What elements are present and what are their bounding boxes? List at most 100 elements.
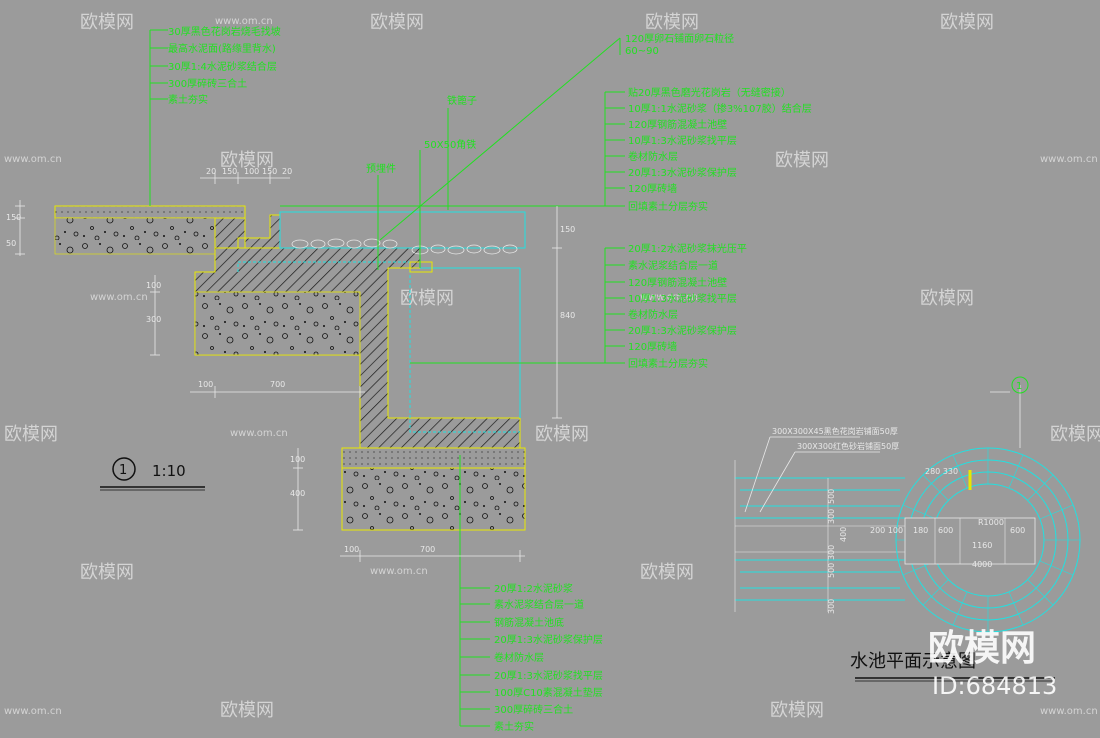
dim-text: 150 — [222, 167, 237, 176]
plan-title: 水池平面示意图 — [850, 651, 976, 672]
dim-text: 20 — [206, 167, 216, 176]
dim-text: 180 — [913, 526, 928, 535]
label-text: 10厚1:1水泥砂浆（掺3%107胶）结合层 — [628, 102, 812, 115]
pool-bottom-foundation — [341, 467, 526, 531]
dim-text: 4000 — [972, 560, 992, 569]
dim-text: 100 — [290, 455, 305, 464]
callout-iron-grate: 铁篦子 — [447, 94, 477, 107]
label-text: 20厚1:2水泥砂浆 — [494, 582, 573, 595]
label-text: 10厚1:3水泥砂浆找平层 — [628, 292, 737, 305]
dim-text: 300 — [827, 545, 836, 560]
plan-center-lines — [734, 460, 905, 612]
dim-text: 100 — [146, 281, 161, 290]
watermark-site: www.om.cn — [90, 292, 148, 303]
labels-right-upper: 贴20厚黑色磨光花岗岩（无缝密接） 10厚1:1水泥砂浆（掺3%107胶）结合层… — [628, 86, 812, 213]
label-text: 回填素土分层夯实 — [628, 200, 708, 213]
label-text: 120厚砖墙 — [628, 340, 677, 353]
dim-text: 100 — [344, 545, 359, 554]
water-surface — [279, 211, 526, 249]
label-text: 素水泥浆结合层一道 — [494, 598, 584, 611]
watermark-site: www.om.cn — [4, 706, 62, 717]
label-text: 20厚1:3水泥砂浆保护层 — [494, 633, 603, 646]
callouts: 铁篦子 50X50角铁 预埋件 — [366, 94, 477, 175]
label-text: 60~90 — [625, 46, 659, 57]
dim-text: 500 — [827, 489, 836, 504]
label-text: 钢筋混凝土池底 — [494, 616, 564, 629]
plan-dims-horizontal: 180 600 600 1160 4000 280 330 200 100 R1… — [870, 467, 1025, 569]
dim-text: 400 — [839, 527, 848, 542]
watermark-brand: 欧模网 — [220, 150, 274, 171]
plan-axis-bubble — [1011, 376, 1029, 394]
watermark-site: www.om.cn — [230, 428, 288, 439]
watermark-brand: 欧模网 — [645, 12, 699, 33]
pool-bottom-slab — [341, 447, 526, 469]
section-mark: 1 1:10 — [100, 457, 205, 491]
dim-text: 300 — [827, 509, 836, 524]
label-text: 30厚黑色花岗岩烧毛找坡 — [168, 25, 281, 38]
label-text: 20厚1:3水泥砂浆保护层 — [628, 324, 737, 337]
dim-text: 50 — [6, 239, 16, 248]
dim-text: 300 — [827, 599, 836, 614]
watermark-id: ID:684813 — [932, 672, 1057, 700]
dim-text: 700 — [420, 545, 435, 554]
watermark-brand: 欧模网 — [535, 424, 589, 445]
paving-base-layer — [54, 217, 216, 255]
label-text: 卷材防水层 — [628, 308, 678, 321]
labels-top-left: 30厚黑色花岗岩烧毛找坡 最高水泥面(路缘里背水) 30厚1:4水泥砂浆结合层 … — [168, 25, 281, 106]
label-text: 素土夯实 — [494, 720, 534, 733]
plan-paving-strips — [735, 477, 905, 601]
dim-text: 840 — [560, 311, 575, 320]
plan-radial-lines — [896, 448, 1080, 632]
label-text: 最高水泥面(路缘里背水) — [168, 42, 276, 55]
pool-plan: 1 300X300X45黑色花岗岩铺面50厚 300X300红色砂岩铺面50厚 … — [734, 376, 1081, 682]
watermark-site: www.om.cn — [370, 566, 428, 577]
label-text: 300厚碎砖三合土 — [168, 77, 247, 90]
dim-text: 20 — [282, 167, 292, 176]
watermark-brand: 欧模网 — [220, 700, 274, 721]
watermark-layer: 欧模网 www.om.cn 欧模网 欧模网 欧模网 www.om.cn 欧模网 … — [4, 12, 1100, 721]
watermark-brand: 欧模网 — [80, 562, 134, 583]
label-text: 120厚卵石铺面卵石粒径 — [625, 32, 734, 45]
label-text: 120厚钢筋混凝土池壁 — [628, 118, 727, 131]
legend-leader — [744, 436, 771, 513]
dimension-lines — [15, 172, 562, 562]
big-watermark: 欧模网 ID:684813 — [928, 628, 1057, 700]
watermark-brand-large: 欧模网 — [928, 628, 1036, 669]
dim-text: 1160 — [972, 541, 992, 550]
watermark-site: www.om.cn — [640, 292, 698, 303]
watermark-brand: 欧模网 — [80, 12, 134, 33]
watermark-brand: 欧模网 — [400, 288, 454, 309]
label-text: 卷材防水层 — [494, 651, 544, 664]
dim-text: 500 — [827, 563, 836, 578]
watermark-brand: 欧模网 — [1050, 424, 1100, 445]
label-top-center: 120厚卵石铺面卵石粒径 60~90 — [625, 32, 734, 57]
label-text: 20厚1:3水泥砂浆保护层 — [628, 166, 737, 179]
label-text: 100厚C10素混凝土垫层 — [494, 686, 603, 699]
iron-grate — [409, 261, 433, 273]
legend-leader — [759, 451, 796, 513]
dim-text: 600 — [938, 526, 953, 535]
watermark-brand: 欧模网 — [940, 12, 994, 33]
dim-text: 280 330 — [925, 467, 958, 476]
section-number: 1 — [119, 463, 127, 478]
label-text: 贴20厚黑色磨光花岗岩（无缝密接） — [628, 86, 791, 99]
paving-granite-layer — [54, 205, 246, 219]
label-text: 卷材防水层 — [628, 150, 678, 163]
foundation-block-left — [194, 291, 361, 356]
label-text: 30厚1:4水泥砂浆结合层 — [168, 60, 277, 73]
dim-text: 150 — [560, 225, 575, 234]
watermark-site: www.om.cn — [4, 154, 62, 165]
dim-text: 700 — [270, 380, 285, 389]
dim-text: 100 — [244, 167, 259, 176]
plan-axis-label: 1 — [1016, 381, 1022, 392]
watermark-site: www.om.cn — [1040, 154, 1098, 165]
label-text: 素水泥浆结合层一道 — [628, 259, 718, 272]
label-text: 120厚钢筋混凝土池壁 — [628, 276, 727, 289]
watermark-brand: 欧模网 — [640, 562, 694, 583]
plan-dims-vertical: 500 300 400 300 500 300 — [827, 478, 848, 614]
label-text: 120厚砖墙 — [628, 182, 677, 195]
label-text: 回填素土分层夯实 — [628, 357, 708, 370]
dim-text: R1000 — [978, 518, 1004, 527]
